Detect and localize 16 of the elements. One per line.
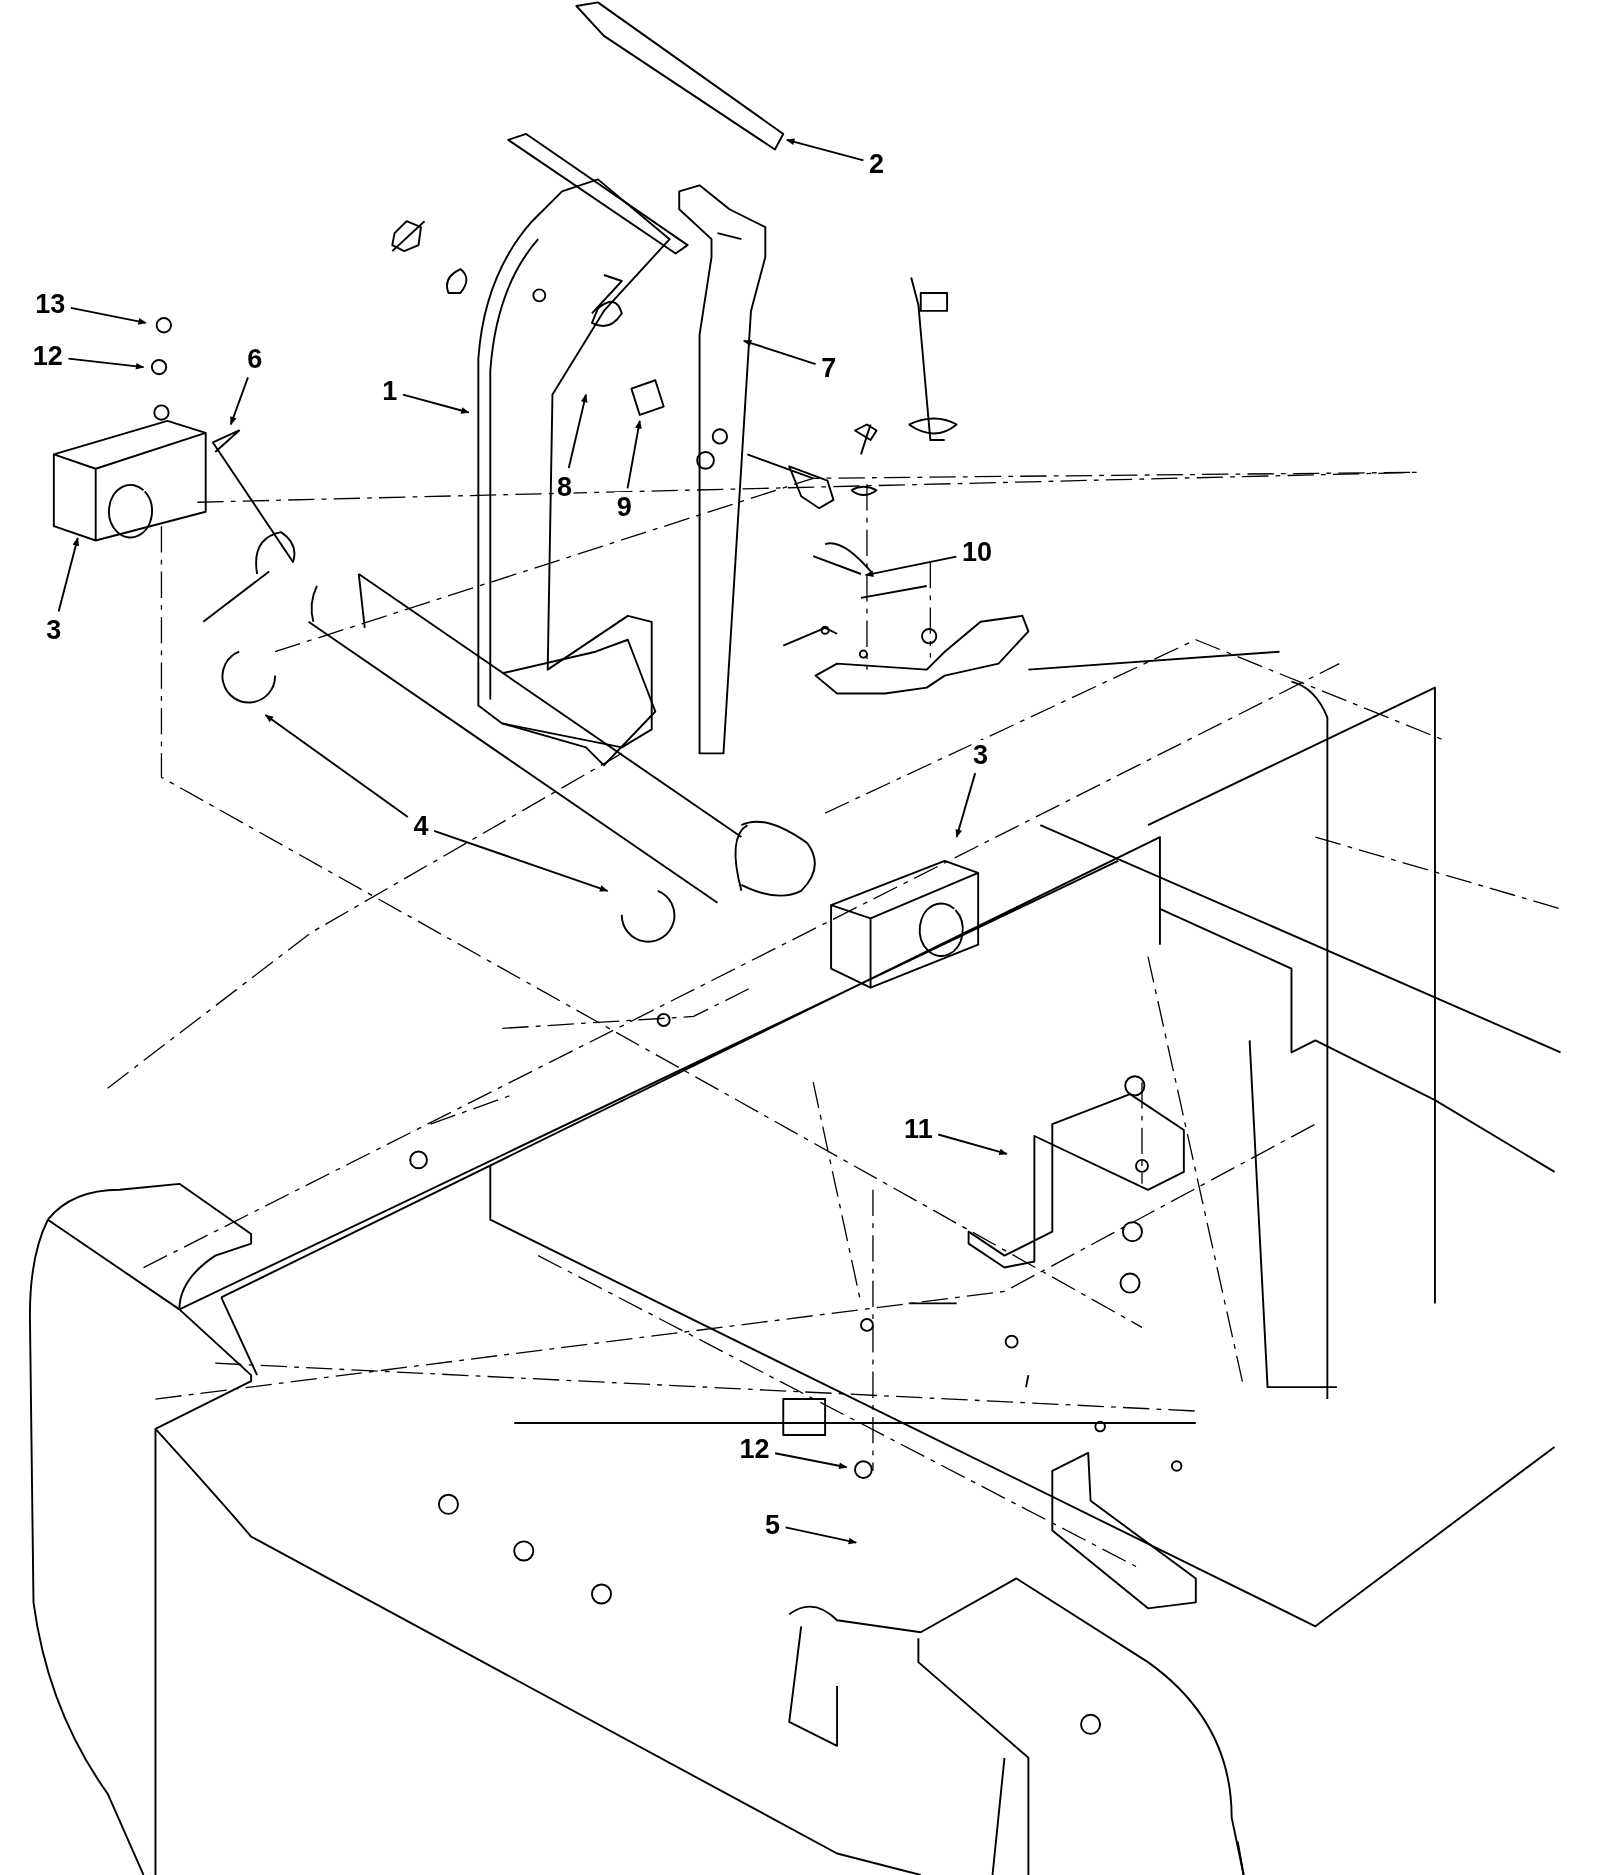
leader-line [774, 1452, 848, 1470]
leader-line [229, 376, 249, 426]
leader-line [567, 393, 588, 470]
leader-line [742, 339, 817, 365]
leader-line [264, 714, 409, 818]
leader-line [937, 1133, 1008, 1156]
leader-line [864, 555, 958, 577]
leader-line [67, 357, 145, 370]
leader-line [785, 138, 865, 162]
leader-line [955, 772, 977, 838]
leader-line [433, 829, 609, 892]
leader-line [69, 306, 147, 325]
leader-line [57, 537, 80, 613]
leader-line [784, 1526, 858, 1545]
leader-line [402, 393, 470, 414]
leader-line [626, 419, 642, 490]
